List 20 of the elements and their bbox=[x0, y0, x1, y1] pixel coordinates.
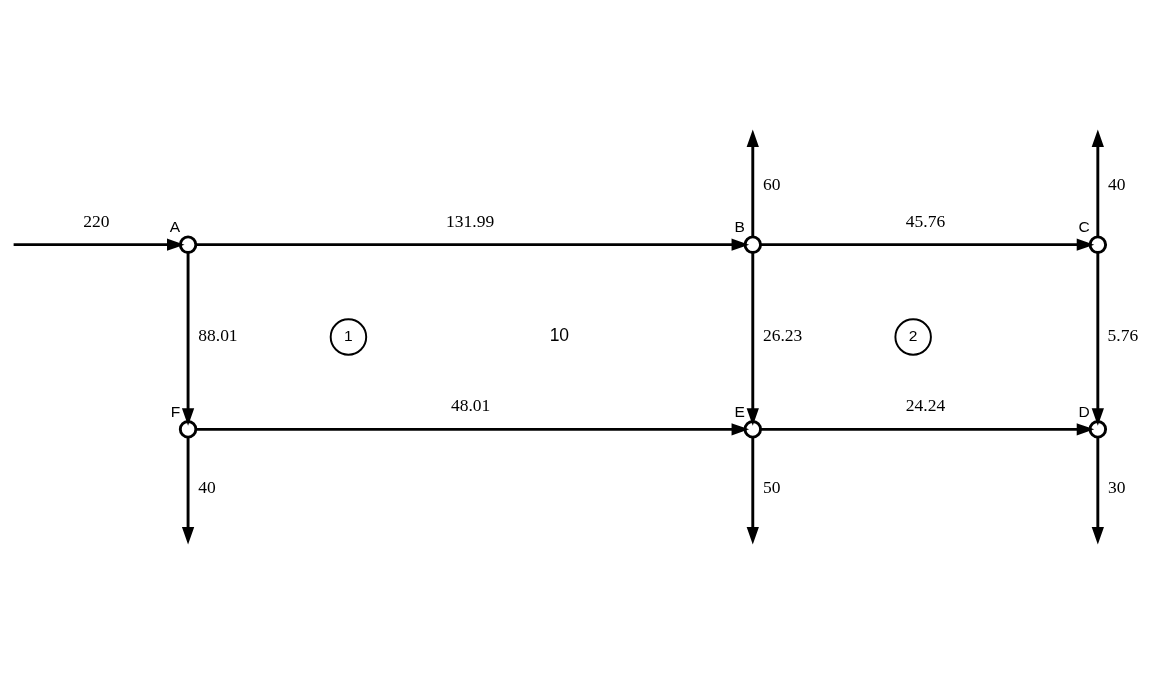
edge-label: 26.23 bbox=[762, 325, 803, 346]
edge-label: 24.24 bbox=[905, 395, 946, 416]
edge-label: 60 bbox=[762, 173, 781, 194]
edge-label: 88.01 bbox=[198, 325, 238, 346]
node-label: D bbox=[1078, 402, 1090, 420]
node-label: A bbox=[169, 217, 181, 235]
label: 10 bbox=[549, 325, 570, 346]
node-label: E bbox=[734, 402, 745, 420]
edge-label: 131.99 bbox=[446, 210, 495, 231]
edge-label: 45.76 bbox=[905, 210, 946, 231]
edge-label: 30 bbox=[1108, 476, 1126, 497]
node-label: F bbox=[170, 402, 181, 420]
node-label: B bbox=[734, 217, 745, 235]
edge-label: 50 bbox=[762, 476, 781, 497]
edge-label: 5.76 bbox=[1107, 325, 1139, 346]
edge-label: 48.01 bbox=[450, 395, 491, 416]
edge-label: 40 bbox=[198, 476, 216, 497]
edge-label: 220 bbox=[83, 210, 110, 231]
node-label: C bbox=[1078, 217, 1090, 235]
edge-label: 40 bbox=[1108, 173, 1126, 194]
